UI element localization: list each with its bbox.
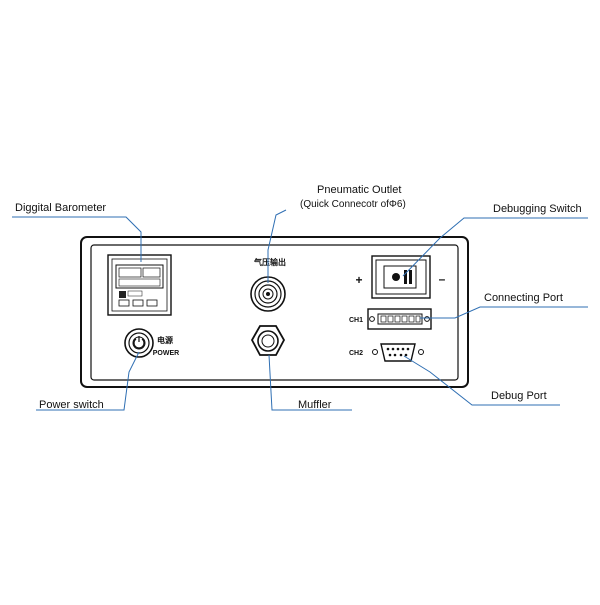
- callout-muffler: Muffler: [298, 399, 332, 411]
- pneumatic-outlet-connector: [250, 276, 286, 312]
- callout-outlet-title: Pneumatic Outlet: [317, 184, 402, 196]
- callout-debug-switch: Debugging Switch: [493, 203, 582, 215]
- leader-connecting-port: [420, 306, 588, 319]
- debug-port-ch2: [372, 343, 424, 362]
- callout-power-switch: Power switch: [39, 399, 104, 411]
- digital-barometer: [107, 254, 172, 316]
- ch2-label: CH2: [349, 350, 363, 357]
- device-panel: [80, 236, 469, 388]
- leader-debug-port: [403, 355, 560, 406]
- minus-label: –: [439, 272, 446, 286]
- power-en-label: POWER: [153, 350, 179, 357]
- leader-muffler: [268, 354, 352, 411]
- callout-barometer: Diggital Barometer: [15, 202, 107, 214]
- plus-label: +: [355, 273, 362, 287]
- power-cn-label: 电源: [157, 335, 173, 345]
- callout-outlet-sub: (Quick Connecotr ofΦ6): [300, 199, 406, 210]
- leader-lines: [12, 209, 588, 411]
- leader-barometer: [12, 216, 142, 262]
- muffler-fitting: [250, 325, 286, 356]
- leader-outlet: [267, 209, 287, 283]
- power-switch-button: [124, 328, 154, 358]
- ch1-label: CH1: [349, 317, 363, 324]
- callout-connecting-port: Connecting Port: [484, 292, 563, 304]
- callout-debug-port: Debug Port: [491, 390, 547, 402]
- connecting-port-ch1: [367, 308, 432, 330]
- leader-power-switch: [36, 351, 140, 411]
- debugging-switch: [371, 255, 431, 299]
- outlet-cn-label: 气压输出: [253, 257, 286, 267]
- leader-debug-switch: [402, 217, 588, 277]
